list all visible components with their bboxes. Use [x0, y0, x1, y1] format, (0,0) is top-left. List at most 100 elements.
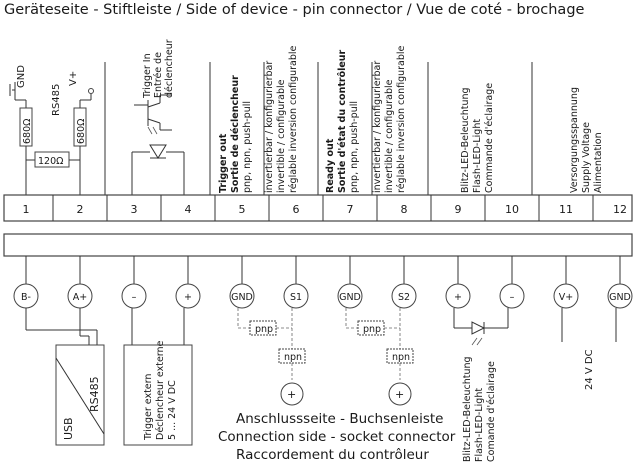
pin-10: 10 –: [484, 195, 525, 309]
pin-number: 1: [23, 203, 30, 216]
socket-label: S1: [290, 292, 302, 303]
footer-line-en: Connection side - socket connector: [218, 429, 456, 445]
footer-line-de: Anschlussseite - Buchsenleiste: [236, 411, 443, 427]
rs485-termination-circuit: GND 680Ω RS485 V+ 680Ω 120Ω: [9, 65, 94, 195]
usb-rs485-converter: USB RS485: [55, 344, 105, 446]
socket-terminal: [499, 283, 525, 309]
svg-text:réglable inversion configurabl: réglable inversion configurable: [288, 45, 299, 193]
socket-terminal: [391, 283, 417, 309]
supply-voltage-description: Versorgungsspannung Supply Voltage Alime…: [569, 87, 604, 193]
pin-number: 4: [185, 203, 192, 216]
pin-11: 11V+: [538, 195, 579, 309]
pin-number: 5: [239, 203, 246, 216]
socket-terminal: [229, 283, 255, 309]
svg-text:Commande d'éclairage: Commande d'éclairage: [484, 83, 495, 193]
external-trigger-box: Trigger extern Déclencheur externe 5 ...…: [123, 340, 193, 446]
pin-8: 8S2: [376, 195, 417, 309]
usb-label: USB: [62, 417, 75, 440]
socket-label: S2: [398, 292, 410, 303]
footer-caption: Anschlussseite - Buchsenleiste Connectio…: [218, 411, 456, 463]
socket-label: B-: [21, 292, 31, 303]
svg-text:pnp, npn, push-pull: pnp, npn, push-pull: [242, 101, 253, 193]
svg-text:5 ... 24 V DC: 5 ... 24 V DC: [167, 380, 178, 440]
svg-text:invertible / configurable: invertible / configurable: [276, 79, 287, 193]
svg-text:Alimentation: Alimentation: [593, 132, 604, 193]
socket-label: GND: [339, 292, 361, 303]
flash-led-description: Blitz-LED-Beleuchtung Flash-LED-Light Co…: [460, 83, 495, 193]
pin-2: 2A+: [52, 195, 93, 309]
s1-plus-label: +: [287, 388, 296, 401]
pin-3: 3–: [106, 195, 147, 309]
svg-text:Blitz-LED-Beleuchtung: Blitz-LED-Beleuchtung: [462, 356, 473, 462]
trigger-in-optocoupler: Trigger In Entrée de déclencheur: [131, 39, 185, 195]
svg-text:Versorgungsspannung: Versorgungsspannung: [569, 87, 580, 193]
socket-label: –: [510, 292, 515, 303]
diagram-title: Geräteseite - Stiftleiste / Side of devi…: [4, 2, 585, 18]
footer-line-fr: Raccordement du contrôleur: [236, 447, 429, 463]
svg-text:Trigger out: Trigger out: [218, 133, 229, 193]
socket-terminal: [445, 283, 471, 309]
svg-text:Flash-LED-Light: Flash-LED-Light: [472, 119, 483, 193]
vplus-label: V+: [68, 71, 79, 86]
socket-terminal: [607, 283, 633, 309]
resistor-120: 120Ω: [38, 156, 63, 167]
socket-terminal: [553, 283, 579, 309]
socket-terminal: [283, 283, 309, 309]
svg-text:Blitz-LED-Beleuchtung: Blitz-LED-Beleuchtung: [460, 87, 471, 193]
socket-label: V+: [559, 292, 573, 303]
flash-led-external-label: Blitz-LED-Beleuchtung Flash-LED-Light Co…: [462, 356, 497, 462]
pin-9: 9+: [430, 195, 471, 309]
svg-text:Sortie d'état du contrôleur: Sortie d'état du contrôleur: [337, 49, 348, 193]
pin-number: 3: [131, 203, 138, 216]
pin-number: 10: [505, 203, 519, 216]
socket-label: +: [184, 292, 192, 303]
pin-1: 1B-: [13, 203, 39, 309]
pin-number: 11: [559, 203, 573, 216]
rs485-label: RS485: [51, 84, 62, 116]
socket-connector-strip: [3, 233, 633, 257]
pin-number: 6: [293, 203, 300, 216]
s2-npn-label: npn: [392, 352, 410, 363]
gnd-label: GND: [16, 65, 27, 88]
socket-terminal: [175, 283, 201, 309]
svg-text:Sortie de déclencheur: Sortie de déclencheur: [230, 75, 241, 193]
socket-label: GND: [231, 292, 253, 303]
s2-plus-label: +: [395, 388, 404, 401]
socket-terminal: [337, 283, 363, 309]
socket-label: +: [454, 292, 462, 303]
pin-number: 9: [455, 203, 462, 216]
svg-text:déclencheur: déclencheur: [164, 39, 175, 98]
rs485-converter-label: RS485: [88, 376, 101, 412]
pin-number: 8: [401, 203, 408, 216]
s1-output-options: pnp npn +: [249, 320, 306, 406]
socket-label: GND: [609, 292, 631, 303]
svg-text:Trigger In: Trigger In: [142, 53, 153, 99]
svg-text:Flash-LED-Light: Flash-LED-Light: [474, 388, 485, 462]
resistor-680-left: 680Ω: [22, 119, 33, 144]
ready-out-description: Ready out Sortie d'état du contrôleur pn…: [325, 45, 407, 193]
pin-6: 6S1: [268, 195, 309, 309]
pin-connector-strip: [3, 194, 633, 222]
svg-text:invertierbar / konfigurierbar: invertierbar / konfigurierbar: [264, 61, 275, 193]
svg-text:Comande d'éclairage: Comande d'éclairage: [486, 361, 497, 462]
svg-text:invertierbar / konfigurierbar: invertierbar / konfigurierbar: [372, 61, 383, 193]
s1-pnp-label: pnp: [255, 324, 273, 335]
svg-text:Supply Voltage: Supply Voltage: [581, 122, 592, 193]
external-wiring: [25, 308, 617, 380]
svg-text:réglable inversion configurabl: réglable inversion configurable: [396, 45, 407, 193]
supply-24vdc-label: 24 V DC: [584, 349, 595, 390]
pin-number: 12: [613, 203, 627, 216]
svg-text:Entrée de: Entrée de: [153, 52, 164, 98]
svg-text:invertible / configurable: invertible / configurable: [384, 79, 395, 193]
pin-4: 4+: [160, 195, 201, 309]
socket-terminal: [121, 283, 147, 309]
pin-number: 7: [347, 203, 354, 216]
group-dividers: [104, 62, 533, 195]
socket-label: A+: [73, 292, 87, 303]
socket-label: –: [132, 292, 137, 303]
svg-text:Ready out: Ready out: [325, 138, 336, 193]
